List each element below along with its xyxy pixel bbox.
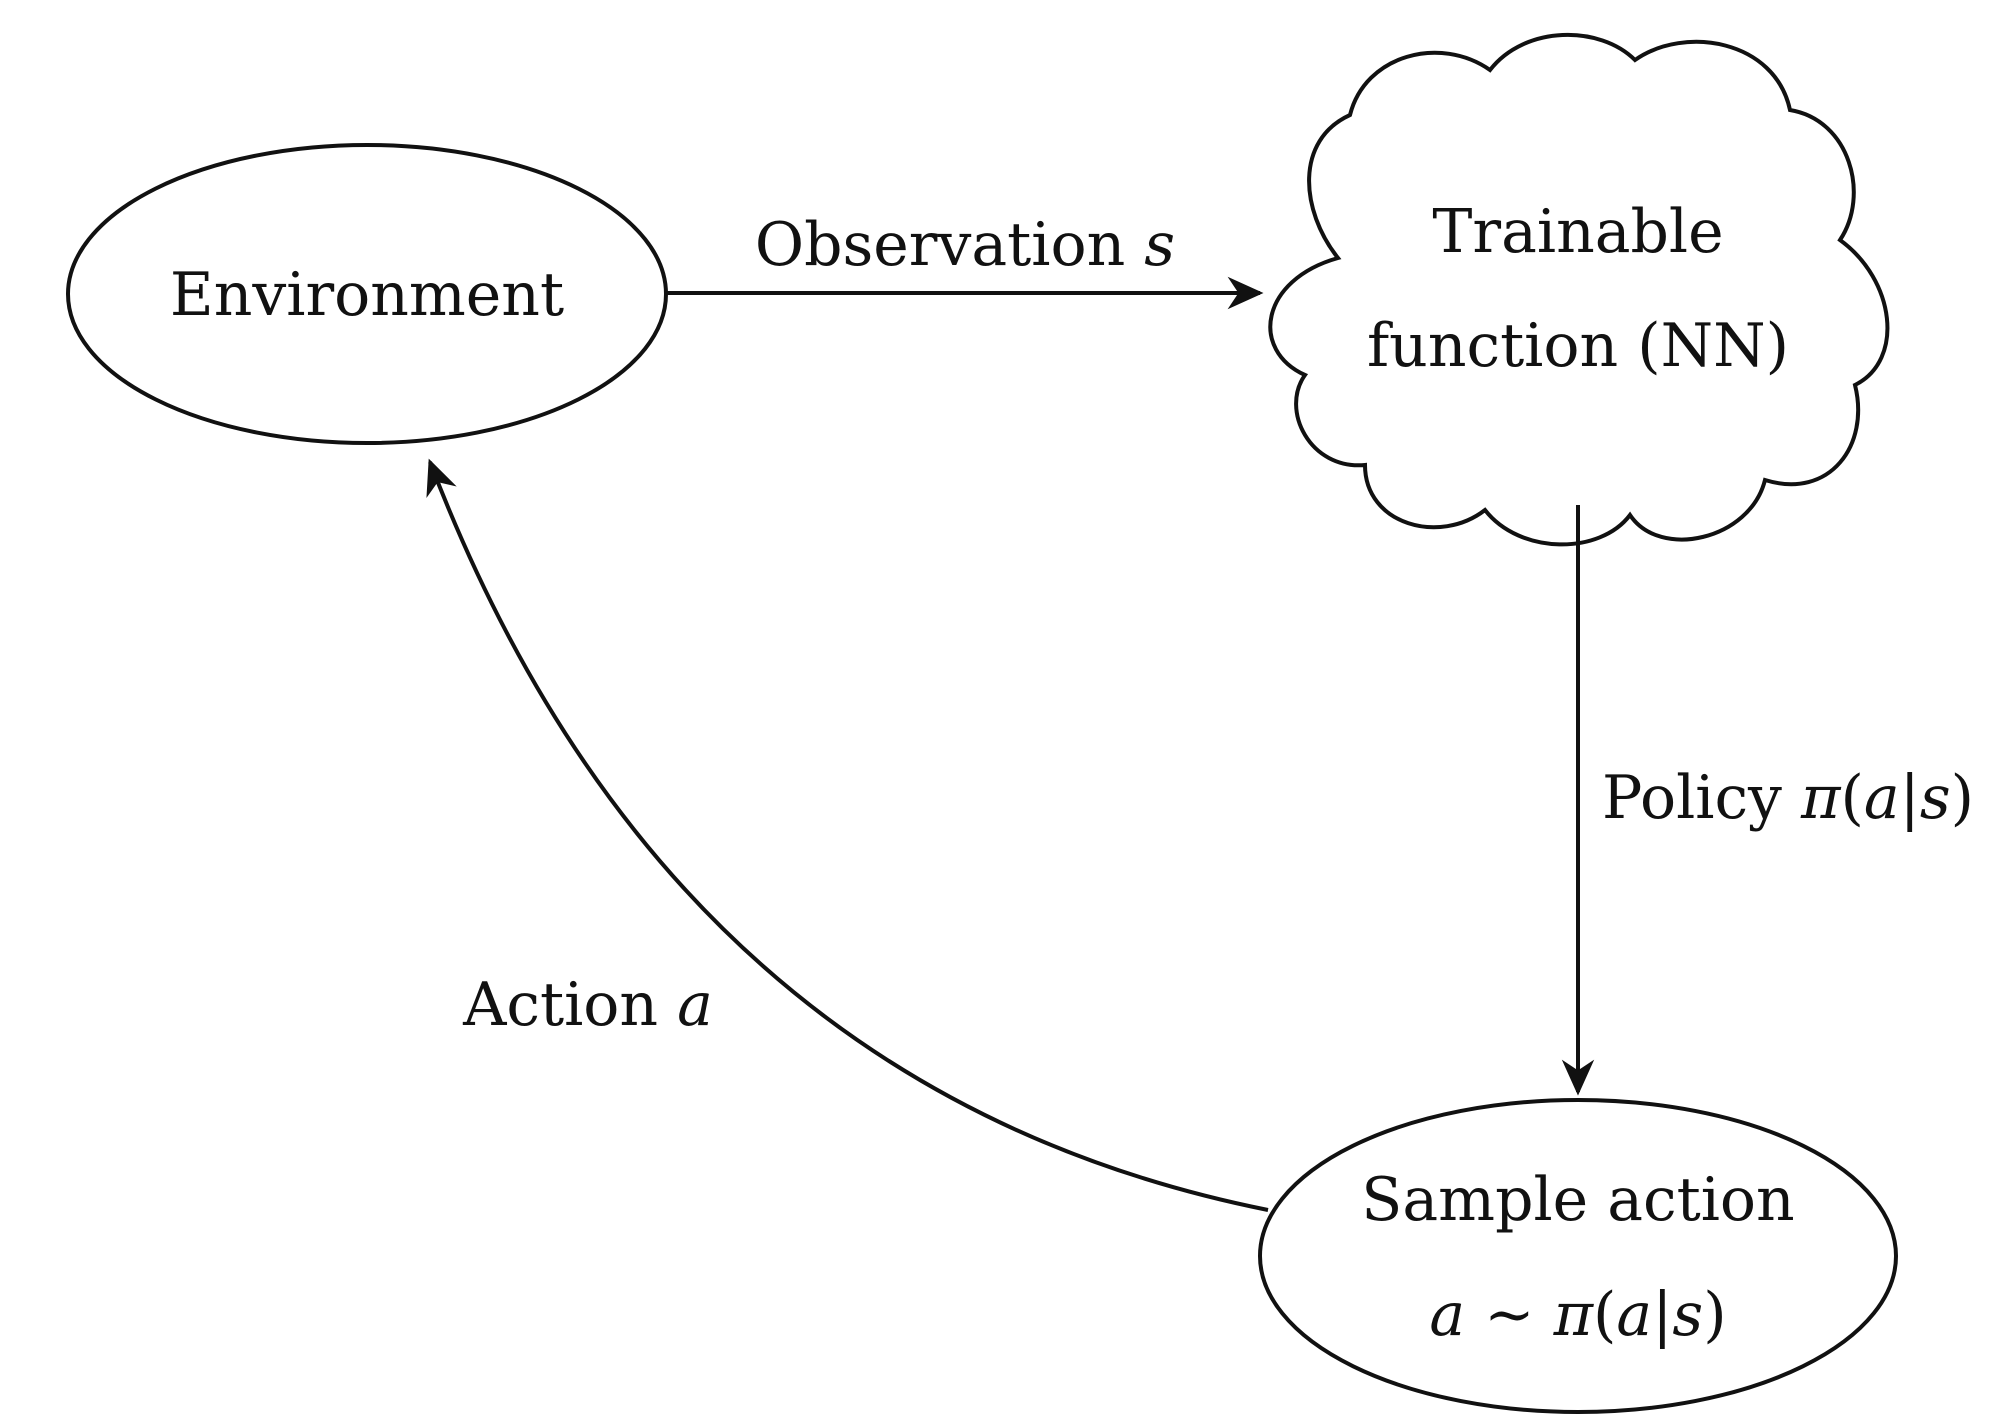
sample-pi: π	[1553, 1280, 1595, 1350]
action-var-a: a	[677, 970, 713, 1040]
policy-edge: Policy π(a|s)	[1561, 505, 1974, 1096]
action-edge: Action a	[426, 458, 1269, 1212]
observation-text: Observation	[755, 210, 1144, 280]
trainable-function-node: Trainable function (NN)	[1268, 33, 1890, 547]
sample-close-paren: )	[1703, 1280, 1726, 1350]
sample-action-label-line1: Sample action	[1361, 1165, 1794, 1235]
trainable-label-line1: Trainable	[1432, 197, 1723, 267]
sample-action-node: Sample action a ~ π(a|s)	[1258, 1098, 1898, 1414]
policy-arg-s: s	[1920, 763, 1951, 833]
sample-action-ellipse	[1258, 1098, 1898, 1414]
environment-node: Environment	[66, 143, 668, 445]
cloud-shape	[1268, 33, 1890, 547]
action-text: Action	[462, 970, 677, 1040]
policy-close-paren: )	[1951, 763, 1974, 833]
sample-tilde: ~	[1465, 1280, 1553, 1350]
policy-label: Policy π(a|s)	[1602, 763, 1974, 833]
sample-arg-a: a	[1616, 1280, 1652, 1350]
action-arrow	[426, 458, 1269, 1212]
action-label: Action a	[462, 970, 713, 1040]
sample-var-a: a	[1429, 1280, 1465, 1350]
policy-pi: π	[1800, 763, 1842, 833]
policy-text: Policy	[1602, 763, 1801, 833]
observation-label: Observation s	[755, 210, 1175, 280]
sample-arg-s: s	[1672, 1280, 1703, 1350]
trainable-label-line2: function (NN)	[1367, 311, 1789, 381]
observation-var-s: s	[1144, 210, 1175, 280]
sample-action-label-line2: a ~ π(a|s)	[1429, 1280, 1726, 1350]
policy-open-paren: (	[1840, 763, 1863, 833]
sample-bar: |	[1652, 1280, 1672, 1350]
policy-arg-a: a	[1864, 763, 1900, 833]
environment-label: Environment	[170, 260, 564, 330]
observation-edge: Observation s	[666, 210, 1264, 310]
sample-open-paren: (	[1593, 1280, 1616, 1350]
policy-bar: |	[1900, 763, 1920, 833]
